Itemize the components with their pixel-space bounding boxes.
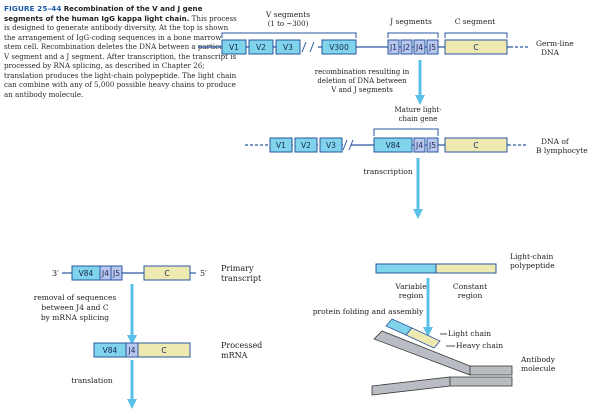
mature-c-segment (444, 137, 508, 153)
germline-dna: V1 V2 V3 V300 J1 J2 J4 J5 C (198, 39, 528, 55)
germline-j5-segment (426, 39, 439, 55)
caption-title: Recombination of the V and J gene segmen… (4, 4, 203, 23)
primary-j5-label: J5 (112, 269, 120, 278)
transcription-label: transcription (363, 167, 413, 176)
v-segments-label: V segments (265, 10, 310, 19)
primary-transcript-line1: Primary (221, 264, 254, 273)
v-segments-bracket (221, 32, 357, 38)
primary-c-segment (143, 265, 191, 281)
germline-j5-label: J5 (428, 43, 436, 52)
mature-j5-segment (426, 137, 439, 153)
mature-gene-bracket (373, 128, 439, 136)
processed-mrna-line1: Processed (221, 341, 262, 350)
mature-v1-label: V1 (276, 141, 286, 150)
light-chain-polypeptide-line2: polypeptide (510, 261, 555, 270)
heavy-chain-stem-upper (469, 365, 513, 376)
c-segment-label: C segment (455, 17, 496, 26)
mature-gene-label-line1: Mature light- (394, 106, 442, 114)
light-chain-label: Light chain (448, 329, 491, 338)
primary-transcript: V84 J4 J5 C (62, 265, 196, 281)
caption-body: This process is designed to generate ant… (4, 13, 237, 99)
figure-label: FIGURE 25–44 (4, 4, 62, 13)
variable-region-line2: region (399, 291, 424, 300)
germline-v3-label: V3 (283, 43, 293, 52)
primary-v84-label: V84 (79, 269, 94, 278)
antibody-molecule (371, 318, 513, 396)
germline-v3-segment (275, 39, 301, 55)
v-range-label: (1 to ~300) (268, 20, 309, 28)
mature-v2-label: V2 (301, 141, 311, 150)
light-chain-polypeptide (375, 263, 497, 274)
translation-label: translation (71, 376, 113, 385)
heavy-chain-label: Heavy chain (456, 341, 503, 350)
mature-v84-label: V84 (386, 141, 401, 150)
heavy-chain-lower (371, 376, 451, 396)
germline-c-label: C (473, 43, 478, 52)
processed-v84-label: V84 (103, 346, 118, 355)
primary-c-label: C (164, 269, 169, 278)
germline-v1-label: V1 (229, 43, 239, 52)
recombination-label-line3: V and J segments (330, 86, 393, 94)
three-prime-label: 3′ (52, 269, 59, 278)
mature-v3-segment (319, 137, 343, 153)
constant-region-bar (435, 263, 497, 274)
mature-j5-label: J5 (428, 141, 436, 150)
germline-j1-segment (387, 39, 400, 55)
variable-region-line1: Variable (394, 282, 427, 291)
germline-j4-segment (413, 39, 426, 55)
constant-region-line2: region (458, 291, 483, 300)
recombination-label-line2: deletion of DNA between (317, 77, 407, 85)
processed-c-segment (137, 342, 191, 358)
removal-label-line1: removal of sequences (34, 293, 117, 302)
germline-j2-label: J2 (402, 43, 410, 52)
mature-gene-label-line2: chain gene (399, 115, 438, 123)
germline-v300-segment (321, 39, 357, 55)
recombination-label-line1: recombination resulting in (315, 68, 410, 76)
processed-mrna-line2: mRNA (221, 351, 248, 360)
germline-label-line2: DNA (541, 48, 560, 57)
mature-v1-segment (269, 137, 293, 153)
dna-b-lymphocyte-line1: DNA of (541, 137, 570, 146)
heavy-chain-stem-lower (449, 376, 513, 387)
b-lymphocyte-dna: V1 V2 V3 V84 J4 J5 C (245, 137, 528, 153)
dna-b-lymphocyte-line2: B lymphocyte (536, 146, 588, 155)
germline-label-line1: Germ-line (536, 39, 574, 48)
five-prime-label: 5′ (200, 269, 207, 278)
variable-region-bar (375, 263, 437, 274)
germline-v1-segment (221, 39, 247, 55)
mature-v2-segment (294, 137, 318, 153)
removal-label-line3: by mRNA splicing (41, 313, 109, 322)
mature-j4-label: J4 (415, 141, 423, 150)
processed-mrna: V84 J4 C (93, 342, 191, 358)
germline-v2-segment (248, 39, 274, 55)
folding-label: protein folding and assembly (313, 307, 424, 316)
light-chain-polypeptide-line1: Light-chain (510, 252, 553, 261)
germline-v300-label: V300 (329, 43, 349, 52)
j-segments-label: J segments (389, 17, 432, 26)
primary-transcript-line2: transcript (221, 274, 262, 283)
germline-j4-label: J4 (415, 43, 423, 52)
c-segment-bracket (444, 32, 508, 38)
germline-j1-label: J1 (389, 43, 397, 52)
constant-region-line1: Constant (453, 282, 487, 291)
processed-j4-label: J4 (128, 346, 136, 355)
antibody-molecule-line1: Antibody (520, 355, 556, 364)
mature-v3-label: V3 (326, 141, 336, 150)
mature-v84-segment (373, 137, 413, 153)
j-segments-bracket (387, 32, 439, 38)
mature-j4-segment (413, 137, 426, 153)
primary-j5-segment (110, 265, 123, 281)
processed-c-label: C (161, 346, 166, 355)
germline-v2-label: V2 (256, 43, 266, 52)
germline-c-segment (444, 39, 508, 55)
light-chain-c-region (405, 327, 441, 349)
primary-j4-label: J4 (101, 269, 109, 278)
figure-caption: FIGURE 25–44 Recombination of the V and … (4, 4, 239, 99)
germline-j2-segment (400, 39, 413, 55)
removal-label-line2: between J4 and C (41, 303, 108, 312)
mature-c-label: C (473, 141, 478, 150)
antibody-molecule-line2: molecule (521, 364, 556, 373)
